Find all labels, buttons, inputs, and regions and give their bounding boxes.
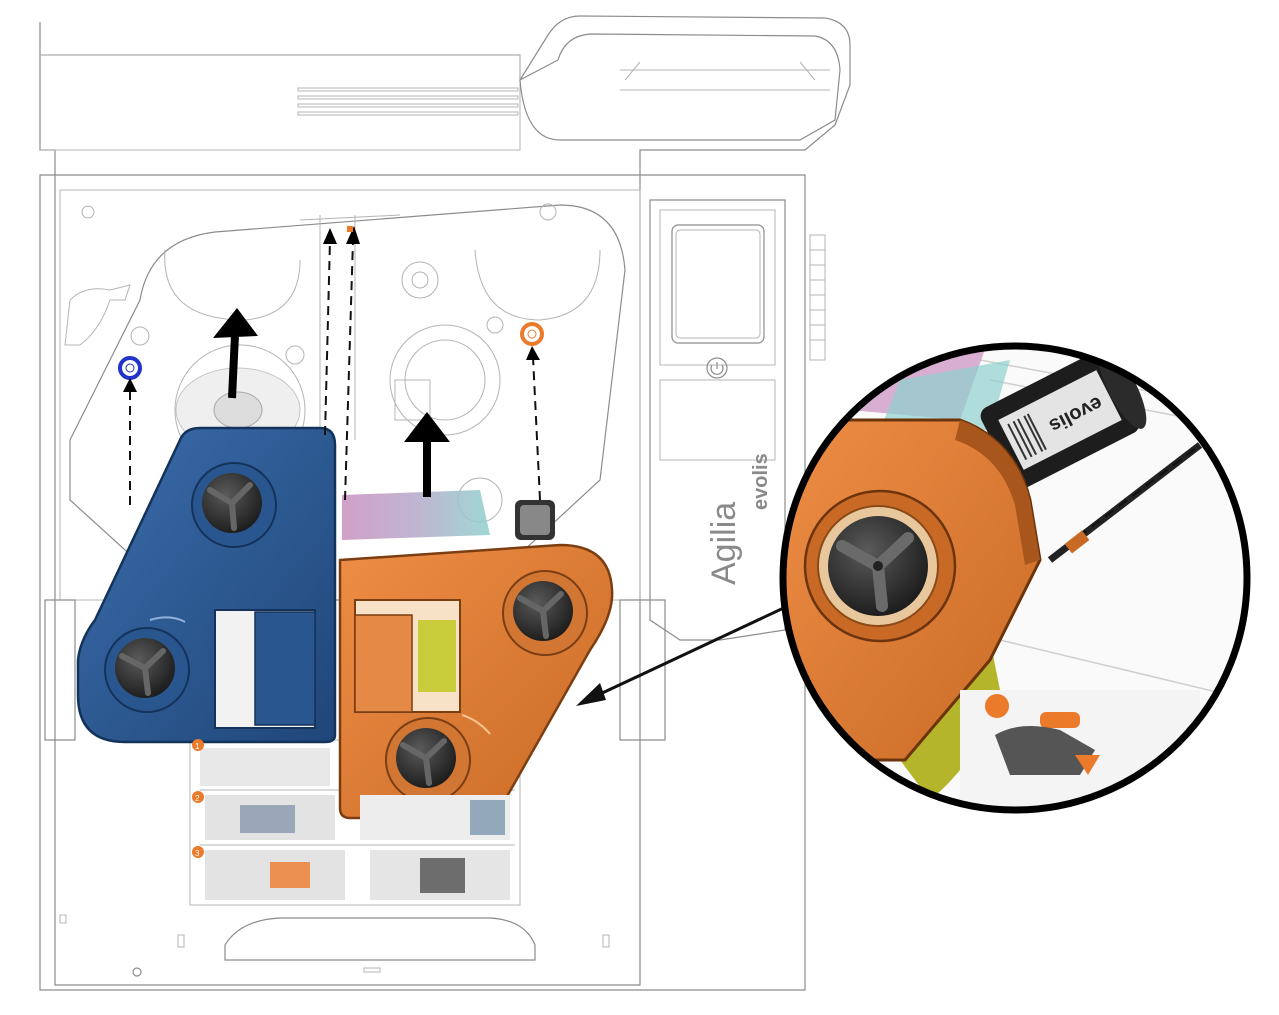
guide-step-a: 1 — [195, 742, 200, 751]
dashed-guide-arrow-icon — [123, 226, 541, 505]
orange-spindle-marker — [520, 322, 544, 346]
printer-brand-label: evolis — [750, 453, 772, 510]
up-arrow-icon — [404, 412, 450, 497]
callout-pointer-arrow-icon — [576, 603, 791, 706]
power-icon[interactable] — [706, 357, 728, 379]
orange-ribbon-cassette[interactable] — [338, 543, 614, 820]
instruction-strip: 1 2 3 — [192, 739, 510, 900]
blue-spindle-marker — [118, 356, 142, 380]
printer-model-label: Agilia — [705, 502, 743, 585]
blue-ribbon-cassette[interactable] — [76, 426, 337, 744]
control-panel: Agilia evolis — [649, 199, 826, 641]
up-arrow-icon — [213, 308, 258, 399]
zoom-callout: evolis — [779, 342, 1251, 814]
guide-step-c: 3 — [195, 849, 200, 858]
guide-step-b: 2 — [195, 794, 200, 803]
